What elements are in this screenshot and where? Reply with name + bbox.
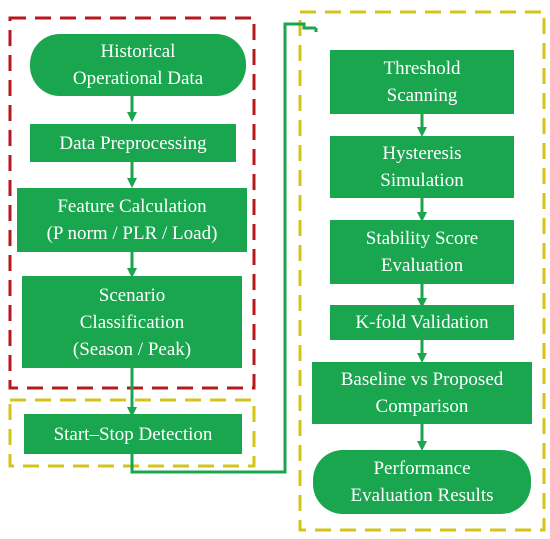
data-preprocessing-label: Data Preprocessing (59, 132, 207, 154)
stability-score-label: Stability Score Evaluation (365, 228, 479, 276)
k-fold-validation-label: K-fold Validation (355, 312, 489, 333)
baseline-comparison-node: Baseline vs Proposed Comparison (312, 362, 532, 424)
feature-calculation-node: Feature Calculation (P norm / PLR / Load… (17, 188, 247, 252)
historical-data-label: Historical Operational Data (72, 41, 204, 89)
baseline-comparison-label: Baseline vs Proposed Comparison (340, 369, 504, 417)
performance-results-label: Performance Evaluation Results (350, 458, 494, 506)
hysteresis-simulation-node: Hysteresis Simulation (330, 136, 514, 198)
stability-score-node: Stability Score Evaluation (330, 220, 514, 284)
scenario-classification-label: Scenario Classification (Season / Peak) (72, 284, 192, 360)
scenario-classification-node: Scenario Classification (Season / Peak) (22, 276, 242, 368)
historical-data-node: Historical Operational Data (30, 34, 246, 96)
performance-results-node: Performance Evaluation Results (313, 450, 531, 514)
start-stop-detection-label: Start–Stop Detection (53, 423, 213, 445)
k-fold-validation-node: K-fold Validation (330, 305, 514, 340)
threshold-scanning-label: Threshold Scanning (383, 58, 461, 106)
arrow-startstop-to-threshold (130, 22, 316, 474)
data-preprocessing-node: Data Preprocessing (30, 124, 236, 162)
threshold-scanning-node: Threshold Scanning (330, 50, 514, 114)
right-region-border (298, 10, 546, 532)
hysteresis-simulation-label: Hysteresis Simulation (380, 143, 464, 191)
start-stop-detection-node: Start–Stop Detection (24, 414, 242, 454)
feature-calculation-label: Feature Calculation (P norm / PLR / Load… (46, 196, 218, 244)
